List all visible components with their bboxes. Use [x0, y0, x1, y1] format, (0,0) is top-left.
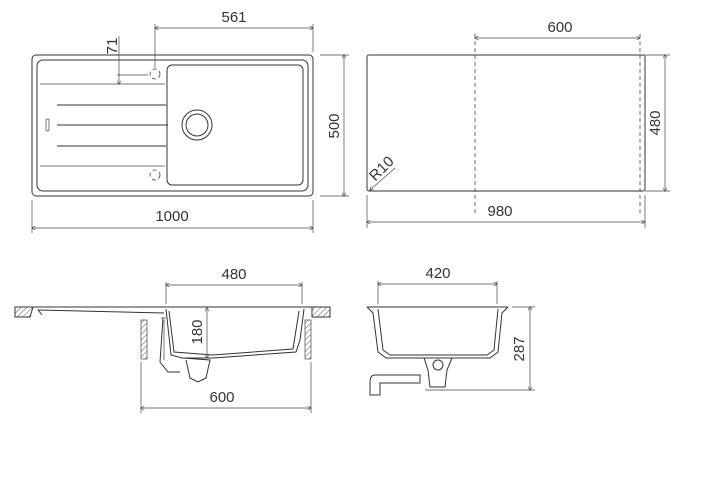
sink-outline [31, 54, 314, 197]
end-section: 420 287 [366, 265, 535, 396]
dim-r10: R10 [366, 153, 397, 184]
top-view: 561 71 500 1000 [32, 9, 349, 233]
cabinet-wall-right [304, 319, 312, 360]
dim-420: 420 [425, 265, 450, 282]
dim-600-top: 600 [547, 19, 572, 36]
bowl-profile [165, 308, 305, 359]
cutout-view: 600 480 980 R10 [366, 19, 670, 228]
dim-500: 500 [326, 113, 343, 138]
drain-inner [185, 113, 209, 137]
end-bowl-profile [366, 306, 509, 359]
dim-1000: 1000 [155, 208, 188, 225]
bowl-outline [166, 64, 304, 186]
cutout-outline [366, 54, 646, 192]
dim-180: 180 [189, 319, 206, 344]
drain-outer [181, 109, 213, 141]
tap-hole-top [149, 68, 161, 80]
dim-561: 561 [221, 9, 246, 26]
dim-287: 287 [511, 336, 528, 361]
side-section: 480 180 600 [14, 266, 331, 413]
dim-71: 71 [104, 38, 121, 55]
dim-600: 600 [209, 389, 234, 406]
cabinet-wall-left [140, 319, 148, 360]
dim-480: 480 [221, 266, 246, 283]
dim-480-cutout: 480 [647, 110, 664, 135]
drain-pipe [369, 374, 421, 396]
drainer-grooves [40, 83, 168, 167]
sink-inner-rim [36, 59, 309, 192]
tap-hole-bottom [149, 169, 161, 181]
dim-980: 980 [487, 203, 512, 220]
